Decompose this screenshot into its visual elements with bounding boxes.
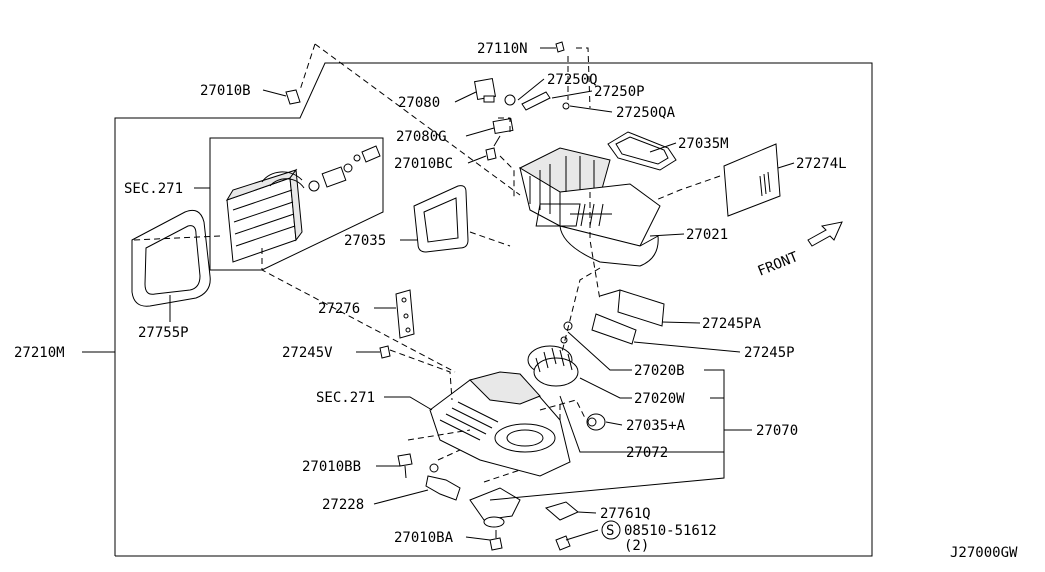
bracket-27276 — [395, 289, 415, 339]
part-labels: 27110N 27010B 27250Q 27080 27250P 27250Q… — [14, 41, 1018, 561]
label-27010BB: 27010BB — [302, 459, 361, 475]
seal-frame-27755P — [131, 209, 211, 307]
clip-27245V — [379, 345, 391, 359]
label-27010BC: 27010BC — [394, 156, 453, 172]
link-27250P — [504, 91, 570, 111]
label-27250Q: 27250Q — [547, 72, 598, 88]
intake-unit — [518, 147, 661, 267]
screws-top — [285, 41, 565, 161]
standard-part-icon — [601, 520, 621, 540]
door-27245P — [591, 313, 637, 345]
label-27245PA: 27245PA — [702, 316, 762, 332]
blower-fan-27020B — [527, 345, 579, 387]
assembly-dash-lines — [133, 43, 721, 483]
screws-bottom — [397, 321, 573, 551]
seal-27035M — [607, 131, 677, 171]
actuator-27080 — [473, 77, 497, 103]
label-27245V: 27245V — [282, 345, 333, 361]
seal-27035 — [413, 185, 469, 253]
label-sec271-top: SEC.271 — [124, 181, 183, 197]
label-27021: 27021 — [686, 227, 728, 243]
label-27110N: 27110N — [477, 41, 528, 57]
label-27228: 27228 — [322, 497, 364, 513]
label-27035A: 27035+A — [626, 418, 686, 434]
label-27274L: 27274L — [796, 156, 847, 172]
label-27080: 27080 — [398, 95, 440, 111]
assembly-frame — [114, 62, 873, 557]
cabin-filter-27274L — [723, 143, 781, 217]
label-27010B: 27010B — [200, 83, 251, 99]
label-27250P: 27250P — [594, 84, 645, 100]
label-qty-2: (2) — [624, 538, 649, 554]
front-arrow-icon — [807, 221, 843, 247]
door-27245PA — [599, 289, 665, 327]
evaporator-core — [225, 168, 305, 263]
label-27080G: 27080G — [396, 129, 447, 145]
label-27210M: 27210M — [14, 345, 65, 361]
evaporator-box — [209, 137, 384, 271]
label-27035M: 27035M — [678, 136, 729, 152]
diagram-code: J27000GW — [950, 545, 1018, 561]
blower-case — [429, 371, 571, 477]
label-27755P: 27755P — [138, 325, 189, 341]
label-27035: 27035 — [344, 233, 386, 249]
label-27010BA: 27010BA — [394, 530, 454, 546]
label-08510-51612: 08510-51612 — [624, 523, 717, 539]
label-27020B: 27020B — [634, 363, 685, 379]
leader-lines — [82, 47, 795, 541]
label-front: FRONT — [756, 249, 802, 280]
label-sec271-bottom: SEC.271 — [316, 390, 375, 406]
connector-27228 — [425, 463, 461, 501]
motor-27761Q — [469, 487, 579, 528]
label-27250QA: 27250QA — [616, 105, 676, 121]
actuator-27080G — [492, 117, 514, 135]
label-27276: 27276 — [318, 301, 360, 317]
label-s-mark: S — [606, 523, 614, 539]
label-27070: 27070 — [756, 423, 798, 439]
expansion-valve — [308, 145, 381, 192]
label-27245P: 27245P — [744, 345, 795, 361]
label-27072: 27072 — [626, 445, 668, 461]
label-27761Q: 27761Q — [600, 506, 651, 522]
label-27020W: 27020W — [634, 391, 685, 407]
resistor-27035A — [586, 413, 606, 431]
